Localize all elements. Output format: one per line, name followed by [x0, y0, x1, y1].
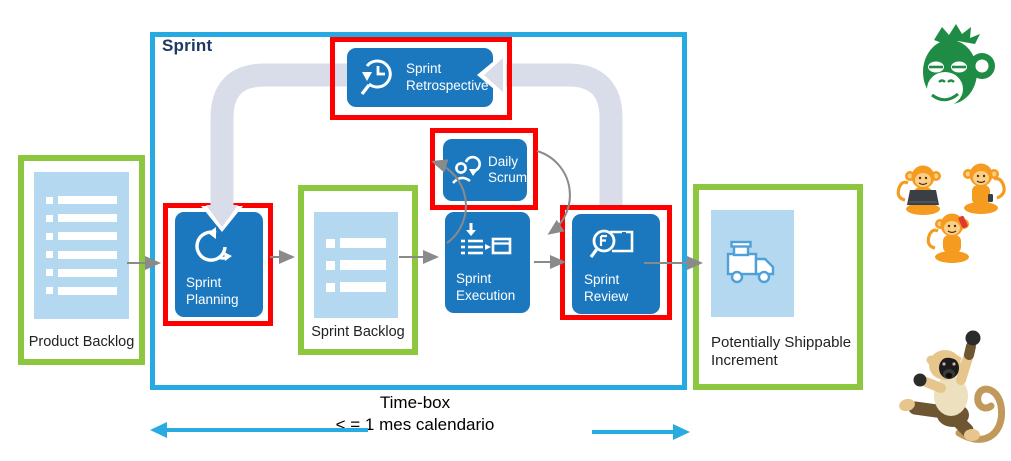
timebox-line1: Time-box [379, 393, 451, 412]
sprint-review-box: Sprint Review [572, 214, 660, 314]
sprint-retrospective-box: Sprint Retrospective [347, 48, 493, 107]
kungfu-monkey-icon [899, 330, 1006, 443]
delivery-truck-icon [726, 240, 774, 283]
sprint-retrospective-label: Sprint Retrospective [406, 61, 489, 93]
sprint-retrospective-highlight: Sprint Retrospective [330, 37, 512, 120]
sprint-container [150, 32, 687, 390]
sprint-execution-box: Sprint Execution [445, 212, 530, 313]
person-refresh-icon [452, 155, 481, 184]
sprint-planning-label: Sprint Planning [186, 275, 239, 307]
iteration-loop-icon [195, 227, 232, 262]
green-monkey-icon [923, 24, 995, 106]
sprint-backlog-document [314, 212, 398, 318]
sprint-execution-label: Sprint Execution [456, 271, 516, 303]
sprint-planning-box: Sprint Planning [175, 212, 263, 317]
shippable-increment-tile [711, 210, 794, 317]
sprint-backlog-box: Sprint Backlog [298, 185, 418, 355]
sprint-planning-highlight: Sprint Planning [163, 203, 273, 326]
list-icon [34, 172, 129, 319]
magnifier-board-icon [589, 229, 634, 258]
timebox-line2: < = 1 mes calendario [335, 415, 495, 435]
sprint-backlog-label: Sprint Backlog [311, 323, 405, 340]
orange-monkeys-icon [896, 163, 1006, 263]
history-clock-magnifier-icon [360, 58, 392, 95]
timebox-caption: Time-box < = 1 mes calendario [250, 392, 580, 436]
daily-scrum-box: Daily Scrum [443, 139, 527, 201]
daily-scrum-highlight: Daily Scrum [430, 128, 538, 210]
shippable-increment-box: Potentially Shippable Increment [693, 184, 863, 390]
tasklist-board-icon [461, 223, 512, 255]
sprint-title: Sprint [162, 36, 213, 55]
product-backlog-document [34, 172, 129, 319]
sprint-review-label: Sprint Review [584, 272, 629, 304]
shippable-increment-label: Potentially Shippable Increment [711, 334, 852, 369]
product-backlog-label: Product Backlog [28, 333, 135, 350]
sprint-review-highlight: Sprint Review [560, 205, 672, 320]
list-icon [314, 212, 398, 318]
product-backlog-box: Product Backlog [18, 155, 145, 365]
daily-scrum-label: Daily Scrum [488, 153, 528, 185]
